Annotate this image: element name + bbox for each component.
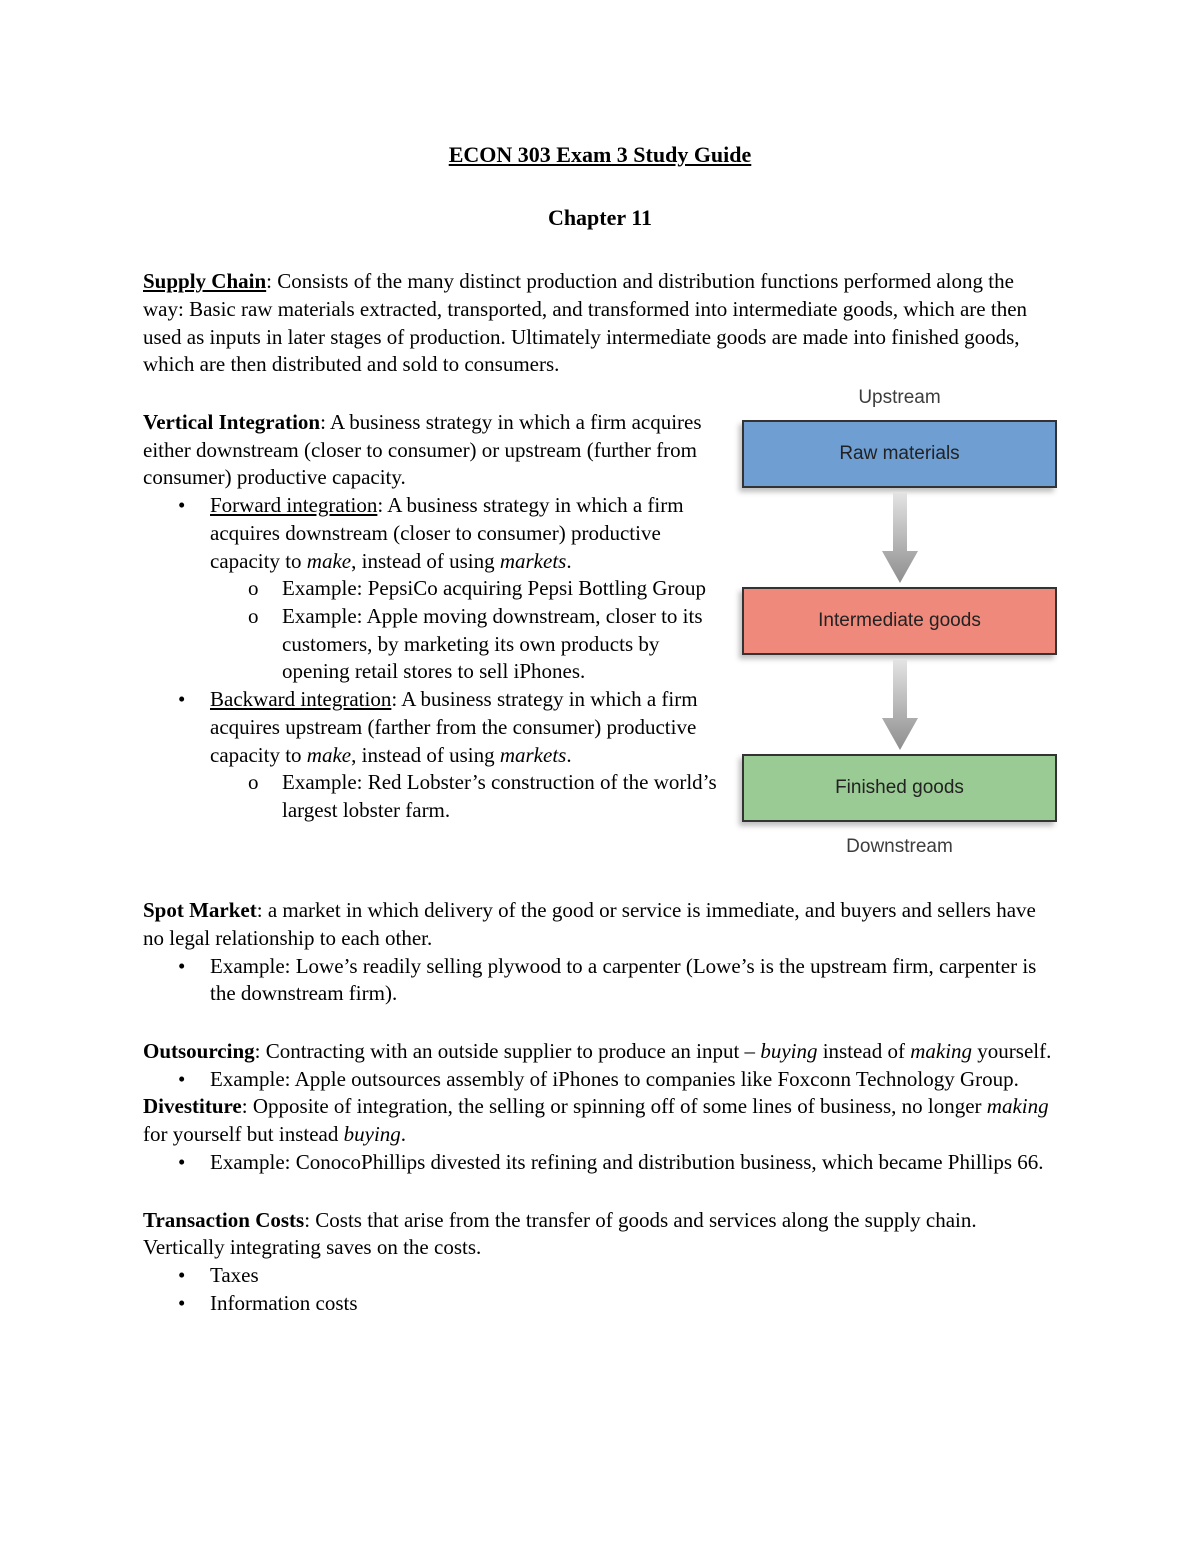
bullet-marker: • — [178, 1290, 186, 1315]
page-title: ECON 303 Exam 3 Study Guide — [448, 142, 752, 167]
pepsico-example: o Example: PepsiCo acquiring Pepsi Bottl… — [143, 575, 1057, 603]
taxes-bullet: • Taxes — [143, 1262, 1057, 1290]
outsourcing-italic-making: making — [910, 1038, 973, 1063]
divestiture-term: Divestiture — [143, 1094, 242, 1119]
chapter-heading: Chapter 11 — [547, 205, 653, 231]
bullet-marker: • — [178, 1066, 186, 1091]
supply-chain-definition: : Consists of the many distinct producti… — [143, 269, 1028, 377]
forward-integration-text: . — [566, 548, 572, 573]
vertical-integration-paragraph: Vertical Integration: A business strateg… — [143, 409, 1057, 492]
pepsico-example-text: Example: PepsiCo acquiring Pepsi Bottlin… — [282, 576, 707, 601]
divestiture-text: . — [400, 1122, 407, 1147]
divestiture-paragraph: Divestiture: Opposite of integration, th… — [143, 1093, 1057, 1148]
spot-market-section: Spot Market: a market in which delivery … — [143, 897, 1057, 1008]
vertical-integration-section: Upstream Raw materials Intermediate good… — [143, 387, 1057, 867]
spot-market-term: Spot Market — [143, 898, 257, 923]
circle-marker: o — [248, 770, 259, 795]
forward-integration-italic-make: make — [306, 548, 352, 573]
transaction-costs-paragraph: Transaction Costs: Costs that arise from… — [143, 1207, 1057, 1262]
transaction-costs-section: Transaction Costs: Costs that arise from… — [143, 1207, 1057, 1318]
raw-materials-label: Raw materials — [839, 443, 960, 465]
finished-goods-box: Finished goods — [742, 754, 1057, 823]
forward-integration-text: , instead of using — [351, 548, 500, 573]
foxconn-example-text: Example: Apple outsources assembly of iP… — [210, 1066, 1019, 1091]
downstream-label: Downstream — [846, 836, 953, 858]
information-costs-text: Information costs — [210, 1290, 358, 1315]
information-costs-bullet: • Information costs — [143, 1290, 1057, 1318]
outsourcing-text: : Contracting with an outside supplier t… — [254, 1038, 761, 1063]
divestiture-text: : Opposite of integration, the selling o… — [241, 1094, 987, 1119]
backward-integration-text: : A business strategy in which a firm ac… — [210, 687, 698, 767]
circle-marker: o — [248, 603, 259, 628]
down-arrow-icon — [881, 660, 918, 751]
forward-integration-term: Forward integration — [210, 493, 378, 518]
backward-integration-text: . — [566, 742, 572, 767]
apple-retail-example: o Example: Apple moving downstream, clos… — [143, 603, 1057, 686]
circle-marker: o — [248, 576, 259, 601]
vertical-integration-term: Vertical Integration — [143, 409, 321, 434]
outsourcing-paragraph: Outsourcing: Contracting with an outside… — [143, 1038, 1057, 1066]
divestiture-italic-making: making — [986, 1094, 1049, 1119]
forward-integration-text: : A business strategy in which a firm ac… — [210, 493, 684, 573]
red-lobster-example: o Example: Red Lobster’s construction of… — [143, 769, 1057, 824]
upstream-label: Upstream — [858, 386, 941, 408]
conocophillips-example: • Example: ConocoPhillips divested its r… — [143, 1149, 1057, 1177]
bullet-marker: • — [178, 1149, 186, 1174]
raw-materials-box: Raw materials — [742, 420, 1057, 489]
outsourcing-text: instead of — [817, 1038, 911, 1063]
divestiture-text: for yourself but instead — [143, 1122, 344, 1147]
divestiture-italic-buying: buying — [343, 1122, 401, 1147]
forward-integration-italic-markets: markets — [499, 548, 567, 573]
bullet-marker: • — [178, 953, 186, 978]
outsourcing-text: yourself. — [972, 1038, 1052, 1063]
backward-integration-italic-markets: markets — [499, 742, 567, 767]
intermediate-goods-label: Intermediate goods — [818, 610, 981, 632]
apple-retail-example-text: Example: Apple moving downstream, closer… — [282, 603, 703, 684]
backward-integration-term: Backward integration — [210, 687, 392, 712]
lowes-example: • Example: Lowe’s readily selling plywoo… — [143, 953, 1057, 1008]
transaction-costs-definition: : Costs that arise from the transfer of … — [143, 1207, 977, 1260]
spot-market-paragraph: Spot Market: a market in which delivery … — [143, 897, 1057, 952]
down-arrow-icon — [881, 493, 918, 584]
taxes-text: Taxes — [210, 1263, 259, 1287]
outsourcing-term: Outsourcing — [143, 1038, 255, 1063]
backward-integration-bullet: • Backward integration: A business strat… — [143, 686, 1057, 769]
lowes-example-text: Example: Lowe’s readily selling plywood … — [210, 953, 1037, 1006]
red-lobster-example-text: Example: Red Lobster’s construction of t… — [282, 770, 717, 822]
supply-chain-term: Supply Chain — [143, 269, 267, 294]
bullet-marker: • — [178, 493, 186, 518]
bullet-marker: • — [178, 1263, 186, 1287]
transaction-costs-term: Transaction Costs — [143, 1207, 305, 1232]
outsourcing-divestiture-section: Outsourcing: Contracting with an outside… — [143, 1038, 1057, 1177]
finished-goods-label: Finished goods — [835, 777, 964, 799]
spot-market-definition: : a market in which delivery of the good… — [143, 898, 1036, 950]
vertical-integration-definition: : A business strategy in which a firm ac… — [143, 409, 702, 490]
foxconn-example: • Example: Apple outsources assembly of … — [143, 1066, 1057, 1094]
forward-integration-bullet: • Forward integration: A business strate… — [143, 492, 1057, 575]
outsourcing-italic-buying: buying — [760, 1038, 818, 1063]
conocophillips-example-text: Example: ConocoPhillips divested its ref… — [210, 1149, 1044, 1174]
intermediate-goods-box: Intermediate goods — [742, 587, 1057, 656]
supply-chain-diagram: Upstream Raw materials Intermediate good… — [742, 383, 1057, 861]
bullet-marker: • — [178, 687, 186, 712]
backward-integration-italic-make: make — [306, 742, 352, 767]
backward-integration-text: , instead of using — [351, 742, 500, 767]
supply-chain-paragraph: Supply Chain: Consists of the many disti… — [143, 268, 1057, 379]
